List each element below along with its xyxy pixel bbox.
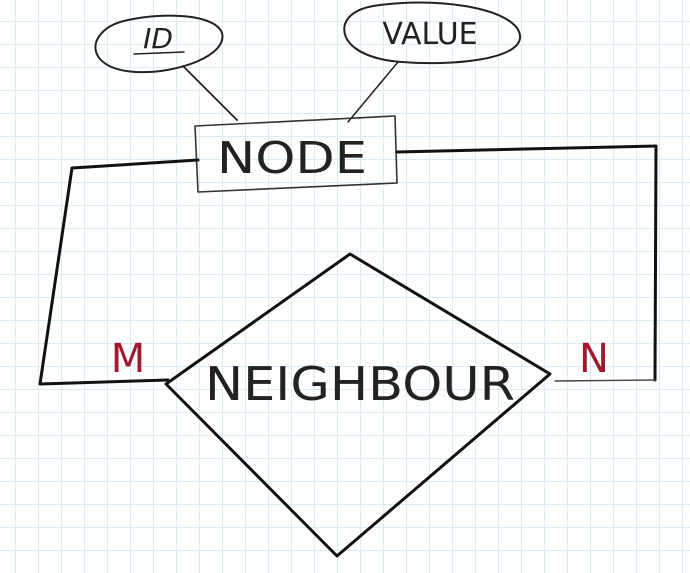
attribute-id-ellipse: [94, 14, 224, 74]
entity-node[interactable]: NODE: [194, 115, 398, 193]
attribute-value-label: VALUE: [382, 17, 477, 52]
connector-value-node: [347, 61, 399, 123]
connector-id-node: [182, 65, 238, 121]
entity-node-label: NODE: [217, 133, 367, 184]
connector-node-left-loop: [38, 158, 200, 386]
connector-right-to-diamond: [554, 379, 656, 382]
relationship-neighbour[interactable]: NEIGHBOUR: [164, 252, 552, 558]
connector-node-right-loop: [395, 144, 658, 382]
cardinality-left-label: M: [111, 336, 146, 382]
attribute-value[interactable]: VALUE: [343, 1, 522, 65]
attribute-id-underline: [133, 51, 185, 55]
entity-node-box: [194, 115, 398, 193]
attribute-value-ellipse: [343, 1, 522, 65]
attribute-id-label: ID: [143, 22, 173, 55]
cardinality-right-label: N: [579, 336, 609, 382]
relationship-neighbour-label: NEIGHBOUR: [205, 357, 515, 411]
attribute-id[interactable]: ID: [94, 14, 224, 74]
relationship-neighbour-diamond: [164, 252, 552, 558]
